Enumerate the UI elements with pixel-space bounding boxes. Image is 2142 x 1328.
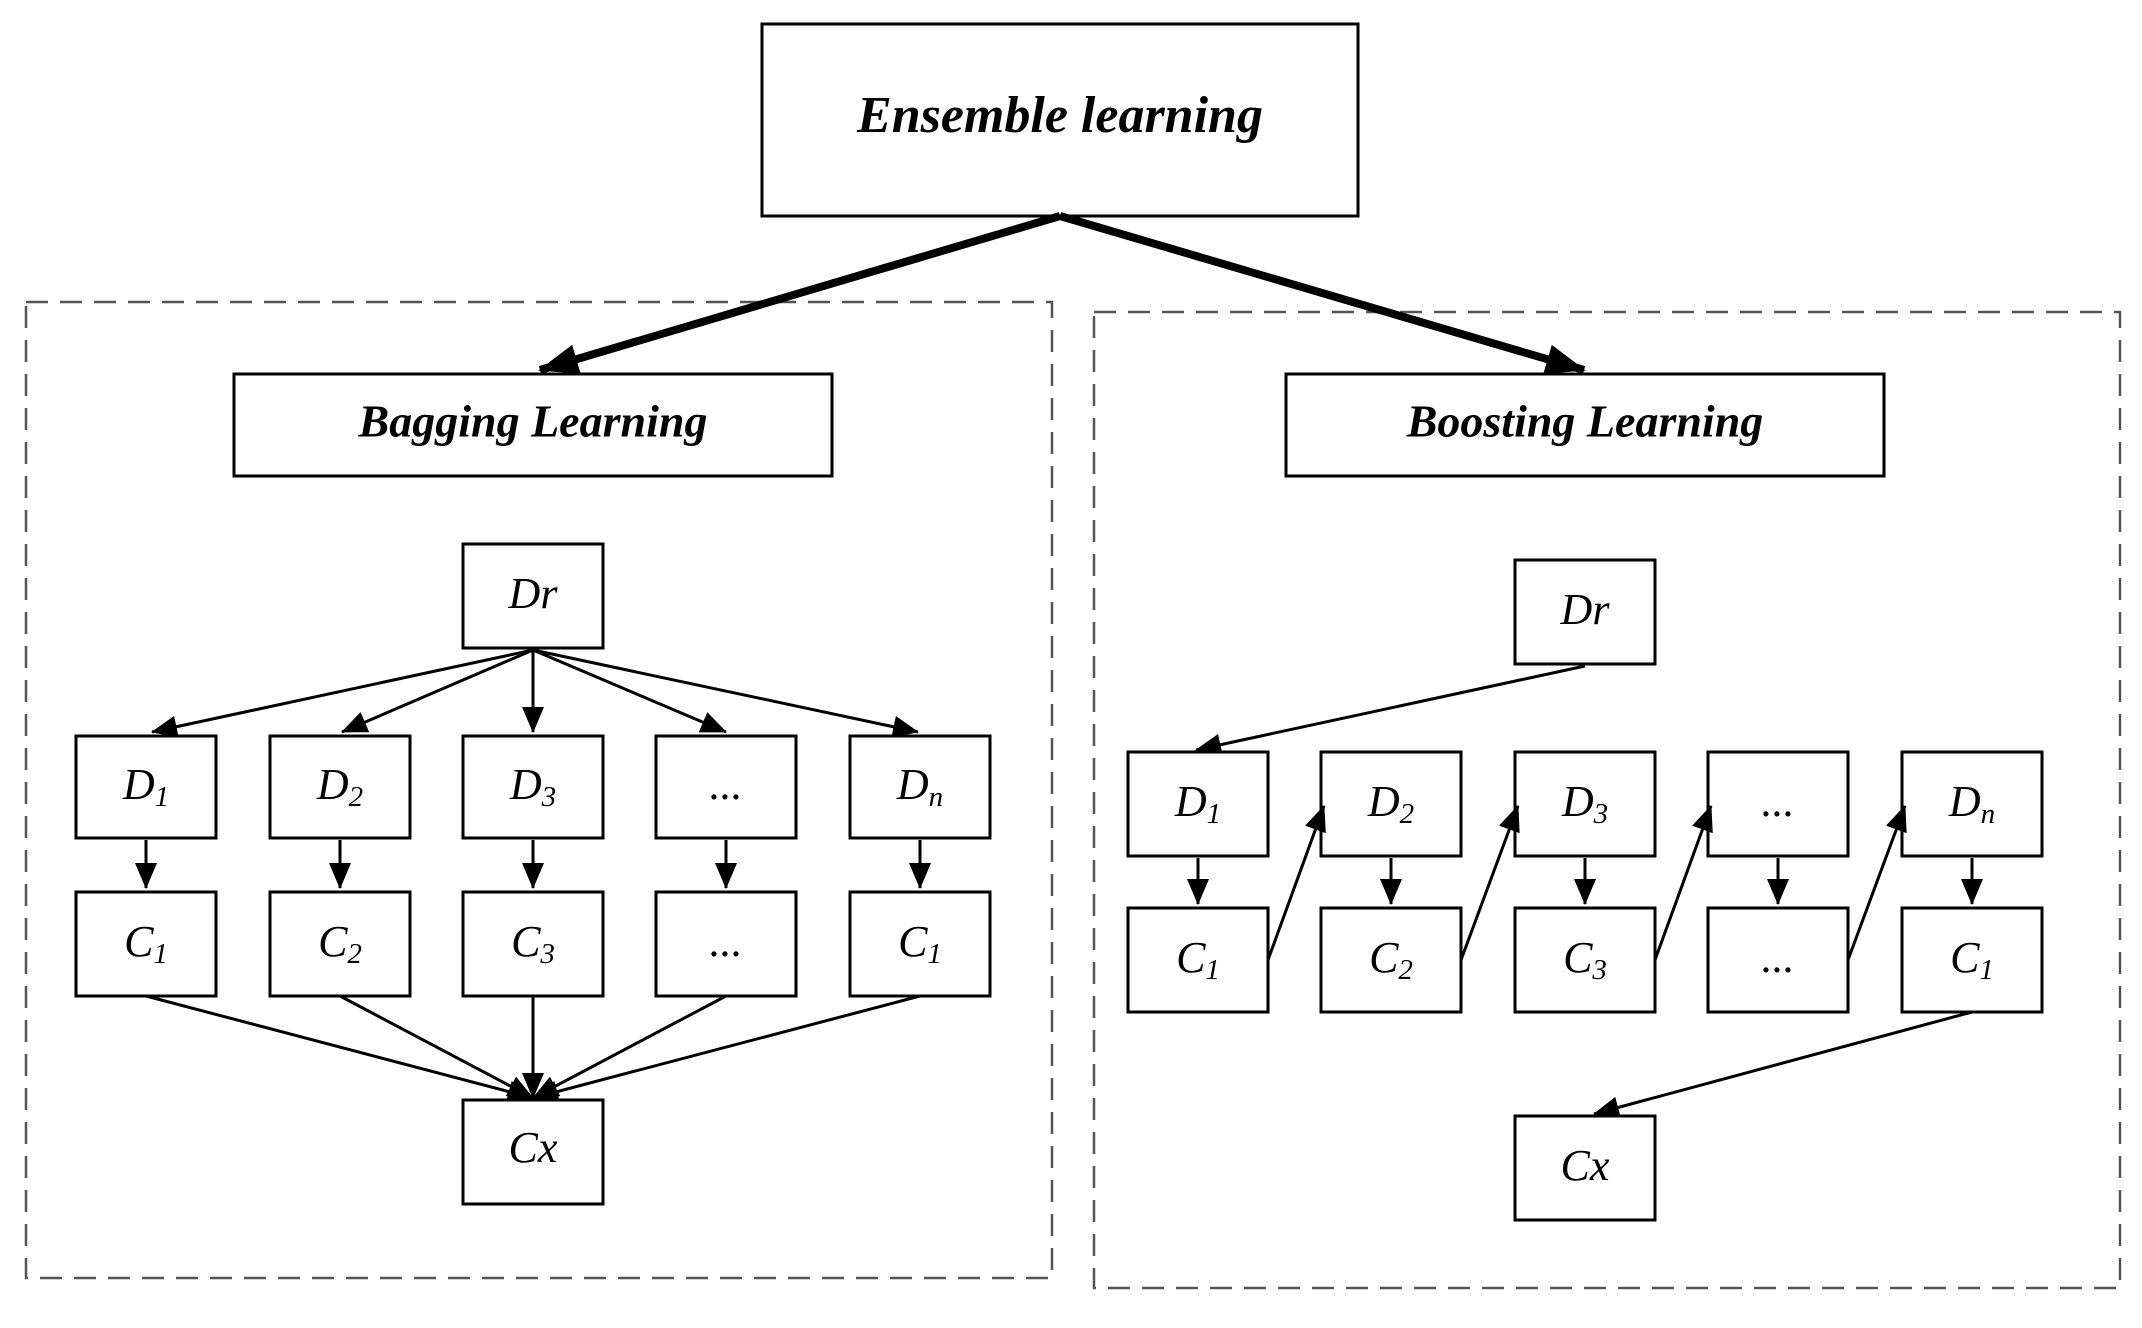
boosting-root-node: Dr	[1513, 558, 1657, 666]
bagging-panel	[24, 300, 1054, 1280]
boosting-dataset-n: Dn	[1900, 750, 2044, 858]
svg-text:C1: C1	[1176, 933, 1220, 986]
boosting-classifier-1: C1	[1126, 906, 1270, 1014]
ensemble-learning-node: Ensemble learning	[760, 22, 1360, 218]
bagging-dataset-2: D2	[268, 734, 412, 840]
svg-text:Dn: Dn	[1948, 777, 1995, 830]
svg-text:D2: D2	[316, 760, 363, 813]
bagging-fanout-arrows	[151, 648, 919, 738]
boosting-classifier-row: C1 C2 C3 ... C1	[1126, 906, 2044, 1014]
bagging-root-label: Dr	[508, 569, 559, 618]
bagging-dataset-ellipsis: ...	[654, 734, 798, 840]
arrow-to-boosting	[1058, 212, 1586, 374]
boosting-learning-label: Boosting Learning	[1406, 396, 1764, 447]
arrow-to-bagging	[538, 212, 1062, 374]
bagging-dataset-1: D1	[74, 734, 218, 840]
boosting-classifier-3: C3	[1513, 906, 1657, 1014]
svg-text:D3: D3	[1561, 777, 1608, 830]
svg-text:Dn: Dn	[896, 760, 943, 813]
bagging-result-node: Cx	[461, 1098, 605, 1206]
svg-text:D3: D3	[509, 760, 556, 813]
svg-text:...: ...	[1762, 933, 1795, 982]
bagging-classifier-ellipsis: ...	[654, 890, 798, 998]
boosting-result-node: Cx	[1513, 1114, 1657, 1222]
svg-text:C3: C3	[511, 917, 555, 970]
svg-text:D2: D2	[1367, 777, 1414, 830]
boosting-classifier-ellipsis: ...	[1706, 906, 1850, 1014]
boosting-sequential-arrows	[1266, 805, 1907, 961]
bagging-classifier-1: C1	[74, 890, 218, 998]
svg-text:C2: C2	[1369, 933, 1413, 986]
svg-text:C1: C1	[898, 917, 942, 970]
bagging-classifier-3: C3	[461, 890, 605, 998]
boosting-train-arrows	[1187, 858, 1983, 905]
bagging-result-label: Cx	[509, 1123, 558, 1172]
bagging-dataset-n: Dn	[848, 734, 992, 840]
svg-text:...: ...	[1762, 777, 1795, 826]
boosting-dataset-ellipsis: ...	[1706, 750, 1850, 858]
boosting-dataset-row: D1 D2 D3 ... Dn	[1126, 750, 2044, 858]
ensemble-learning-label: Ensemble learning	[856, 87, 1263, 144]
bagging-classifier-last: C1	[848, 890, 992, 998]
boosting-dataset-2: D2	[1319, 750, 1463, 858]
boosting-result-label: Cx	[1561, 1141, 1610, 1190]
svg-text:D1: D1	[1174, 777, 1221, 830]
bagging-classifier-row: C1 C2 C3 ... C1	[74, 890, 992, 998]
bagging-dataset-row: D1 D2 D3 ... Dn	[74, 734, 992, 840]
boosting-learning-node: Boosting Learning	[1284, 372, 1886, 478]
svg-text:...: ...	[710, 917, 743, 966]
svg-text:C1: C1	[124, 917, 168, 970]
svg-text:C3: C3	[1563, 933, 1607, 986]
bagging-dataset-3: D3	[461, 734, 605, 840]
boosting-root-arrow	[1195, 664, 1586, 756]
svg-text:D1: D1	[122, 760, 169, 813]
svg-text:...: ...	[710, 760, 743, 809]
bagging-learning-label: Bagging Learning	[358, 396, 708, 447]
boosting-result-arrow	[1593, 1010, 1973, 1119]
bagging-learning-node: Bagging Learning	[232, 372, 834, 478]
bagging-aggregate-arrows	[145, 994, 921, 1103]
svg-text:C1: C1	[1950, 933, 1994, 986]
boosting-panel	[1092, 310, 2122, 1290]
bagging-classifier-2: C2	[268, 890, 412, 998]
boosting-dataset-3: D3	[1513, 750, 1657, 858]
boosting-root-label: Dr	[1560, 585, 1611, 634]
boosting-classifier-2: C2	[1319, 906, 1463, 1014]
svg-text:C2: C2	[318, 917, 362, 970]
bagging-train-arrows	[135, 840, 931, 889]
bagging-root-node: Dr	[461, 542, 605, 650]
boosting-dataset-1: D1	[1126, 750, 1270, 858]
boosting-classifier-last: C1	[1900, 906, 2044, 1014]
